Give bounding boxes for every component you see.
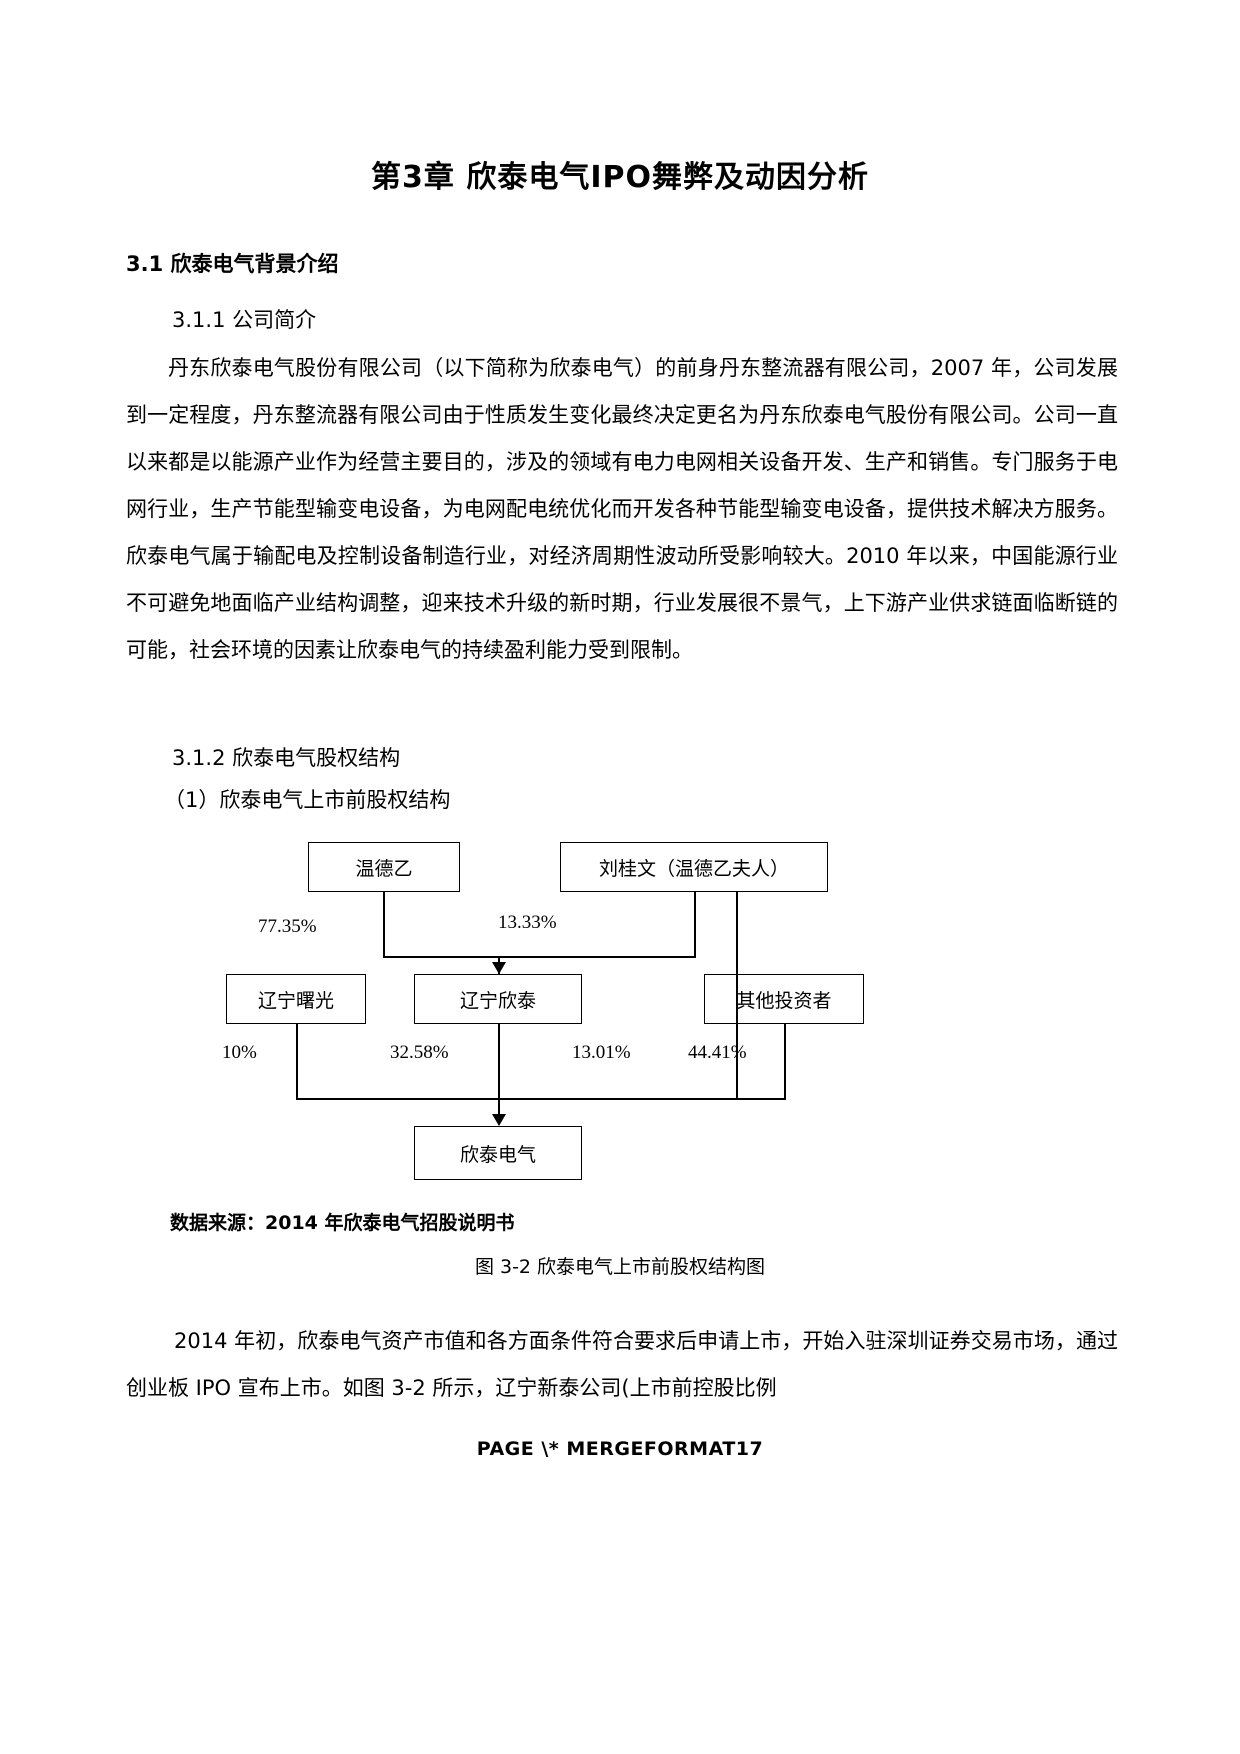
arrowhead-into-lnxt [492, 962, 506, 974]
edge-label-10: 10% [222, 1042, 257, 1063]
edge-wdy-horizontal [383, 956, 500, 958]
diagram-node-liaoning-shuguang: 辽宁曙光 [226, 974, 366, 1024]
body-paragraph-2: 2014 年初，欣泰电气资产市值和各方面条件符合要求后申请上市，开始入驻深圳证券… [126, 1329, 1118, 1400]
subsection-heading-3-1-1: 3.1.1 公司简介 [172, 308, 317, 332]
diagram-node-other-investors: 其他投资者 [704, 974, 864, 1024]
edge-other-vertical [784, 1024, 786, 1100]
edge-label-77-35: 77.35% [258, 916, 317, 937]
edge-lnsg-horizontal [296, 1098, 498, 1100]
edge-lnsg-vertical [296, 1024, 298, 1100]
edge-lgw-horizontal [498, 956, 696, 958]
edge-lgw-vertical [694, 892, 696, 958]
ownership-structure-diagram: 温德乙 刘桂文（温德乙夫人） 辽宁曙光 辽宁欣泰 其他投资者 欣泰电气 77.3… [126, 830, 1118, 1230]
edge-lgw-direct-vertical [736, 892, 738, 1100]
page-footer: PAGE \* MERGEFORMAT17 [476, 1438, 764, 1460]
edge-wdy-vertical [383, 892, 385, 958]
diagram-node-liu-gui-wen: 刘桂文（温德乙夫人） [560, 842, 828, 892]
edge-into-xtdq [498, 1098, 500, 1118]
edge-label-32-58: 32.58% [390, 1042, 449, 1063]
edge-label-13-01: 13.01% [572, 1042, 631, 1063]
diagram-node-wen-de-yi: 温德乙 [308, 842, 460, 892]
diagram-node-xintai-electric: 欣泰电气 [414, 1126, 582, 1180]
edge-lnxt-vertical [498, 1024, 500, 1102]
diagram-node-liaoning-xintai: 辽宁欣泰 [414, 974, 582, 1024]
section-heading-3-1: 3.1 欣泰电气背景介绍 [126, 252, 339, 276]
edge-label-13-33: 13.33% [498, 912, 557, 933]
arrowhead-into-xtdq [492, 1114, 506, 1126]
figure-source-note: 数据来源：2014 年欣泰电气招股说明书 [170, 1212, 515, 1234]
edge-lower-bus [498, 1098, 786, 1100]
body-paragraph-1: 丹东欣泰电气股份有限公司（以下简称为欣泰电气）的前身丹东整流器有限公司，2007… [126, 356, 1118, 662]
edge-label-44-41: 44.41% [688, 1042, 747, 1063]
figure-caption: 图 3-2 欣泰电气上市前股权结构图 [474, 1256, 766, 1278]
list-item-1-heading: （1）欣泰电气上市前股权结构 [164, 788, 451, 812]
chapter-title: 第3章 欣泰电气IPO舞弊及动因分析 [371, 160, 869, 195]
subsection-heading-3-1-2: 3.1.2 欣泰电气股权结构 [172, 746, 401, 770]
